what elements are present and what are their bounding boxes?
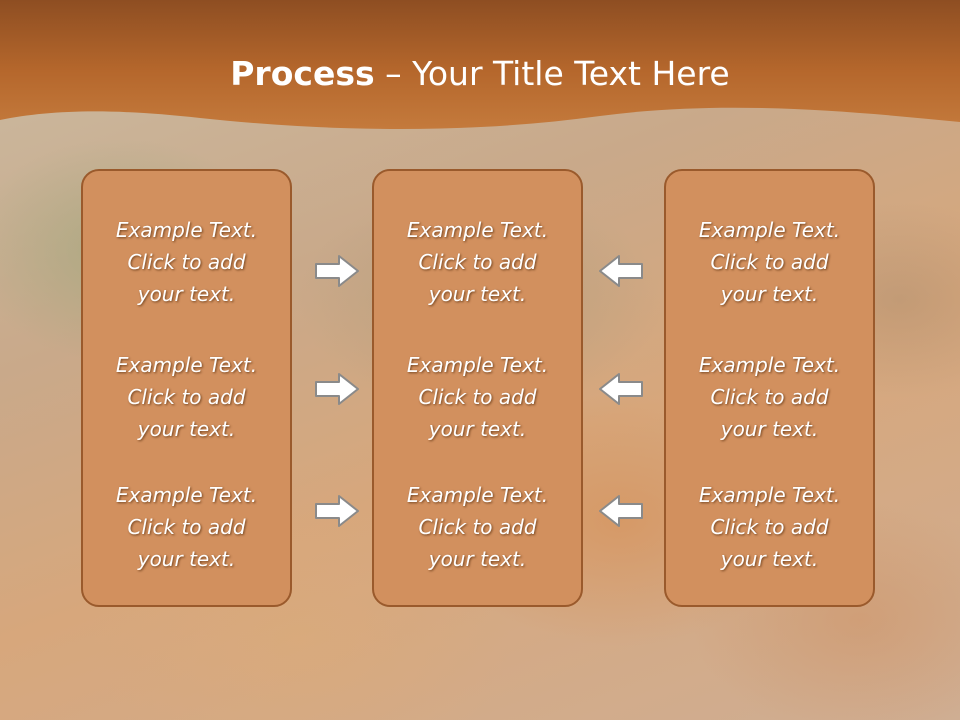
title-rest: Your Title Text Here — [412, 54, 730, 93]
arrow-left-icon — [599, 495, 643, 527]
text-line: Example Text. — [115, 483, 258, 507]
box-text-item[interactable]: Example Text. Click to add your text. — [374, 479, 581, 575]
text-line: your text. — [137, 282, 236, 306]
arrow-left-icon — [599, 255, 643, 287]
text-line: Example Text. — [406, 218, 549, 242]
header-banner — [0, 0, 960, 129]
text-line: Click to add — [710, 250, 829, 274]
text-line: your text. — [720, 282, 819, 306]
text-line: your text. — [428, 282, 527, 306]
arrow-right-icon — [315, 495, 359, 527]
text-line: Click to add — [418, 250, 537, 274]
text-line: Click to add — [710, 515, 829, 539]
box-text-item[interactable]: Example Text. Click to add your text. — [83, 214, 290, 310]
text-line: your text. — [720, 417, 819, 441]
text-line: your text. — [428, 547, 527, 571]
text-line: Example Text. — [115, 218, 258, 242]
process-box-center[interactable]: Example Text. Click to add your text. Ex… — [372, 169, 583, 607]
process-box-right[interactable]: Example Text. Click to add your text. Ex… — [664, 169, 875, 607]
arrow-left-icon — [599, 373, 643, 405]
box-text-item[interactable]: Example Text. Click to add your text. — [83, 349, 290, 445]
arrow-right-icon — [315, 373, 359, 405]
text-line: Example Text. — [406, 483, 549, 507]
text-line: Click to add — [418, 385, 537, 409]
text-line: Example Text. — [115, 353, 258, 377]
text-line: your text. — [428, 417, 527, 441]
text-line: your text. — [720, 547, 819, 571]
title-bold: Process — [230, 54, 375, 93]
text-line: Example Text. — [406, 353, 549, 377]
slide-title[interactable]: Process – Your Title Text Here — [0, 52, 960, 96]
text-line: Click to add — [127, 385, 246, 409]
title-separator: – — [374, 54, 413, 93]
text-line: Example Text. — [698, 483, 841, 507]
box-text-item[interactable]: Example Text. Click to add your text. — [666, 349, 873, 445]
text-line: your text. — [137, 547, 236, 571]
text-line: Click to add — [127, 515, 246, 539]
text-line: Example Text. — [698, 218, 841, 242]
box-text-item[interactable]: Example Text. Click to add your text. — [83, 479, 290, 575]
text-line: your text. — [137, 417, 236, 441]
text-line: Click to add — [418, 515, 537, 539]
text-line: Click to add — [127, 250, 246, 274]
process-box-left[interactable]: Example Text. Click to add your text. Ex… — [81, 169, 292, 607]
box-text-item[interactable]: Example Text. Click to add your text. — [666, 214, 873, 310]
text-line: Click to add — [710, 385, 829, 409]
box-text-item[interactable]: Example Text. Click to add your text. — [374, 214, 581, 310]
arrow-right-icon — [315, 255, 359, 287]
box-text-item[interactable]: Example Text. Click to add your text. — [374, 349, 581, 445]
box-text-item[interactable]: Example Text. Click to add your text. — [666, 479, 873, 575]
text-line: Example Text. — [698, 353, 841, 377]
